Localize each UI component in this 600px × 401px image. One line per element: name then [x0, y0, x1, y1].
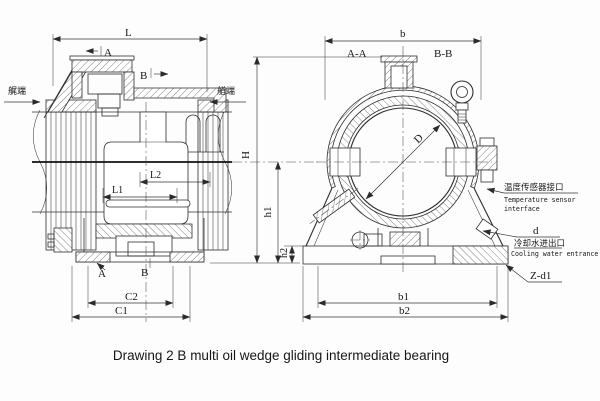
dim-h1-label: h1: [262, 207, 274, 218]
height-dimensions: H h1 h2: [210, 56, 383, 264]
dim-Zd1-label: Z-d1: [530, 270, 551, 282]
dim-L: L: [52, 27, 208, 92]
housing-top-deck: [133, 87, 227, 153]
dim-C2: C2: [87, 266, 174, 308]
dim-L-label: L: [125, 27, 132, 39]
right-end-view: b A-A B-B D 温度传感器接口 Temperature sensor i…: [302, 28, 598, 322]
dim-C1: C1: [71, 266, 191, 322]
diagonal-stud: [309, 188, 359, 224]
dim-b-label: b: [400, 28, 406, 40]
dim-h1: h1: [262, 161, 281, 264]
bow-end-label: 艏端: [217, 85, 235, 97]
dim-C2-label: C2: [125, 291, 138, 303]
eyebolt: [450, 80, 474, 124]
lower-shell-slot: [105, 199, 191, 208]
dim-b: b: [324, 28, 482, 100]
dim-d-label: d: [533, 225, 539, 237]
dim-h2-label: h2: [279, 248, 290, 258]
section-BB-label: B-B: [434, 48, 452, 60]
section-mark-B-bottom: B: [141, 258, 151, 279]
callout-temperature-sensor: 温度传感器接口 Temperature sensor interface: [486, 182, 578, 213]
dim-h2: h2: [279, 245, 308, 264]
liner-stack-right: [197, 99, 229, 251]
end-label-bow: 艏端: [209, 85, 246, 105]
liner-stack-left: [45, 99, 97, 251]
top-cap: [43, 55, 135, 119]
section-B-top-label: B: [140, 70, 147, 82]
dim-H: H: [240, 56, 260, 264]
cooling-en-label: Cooling water entrance: [511, 250, 598, 258]
dim-H-label: H: [240, 151, 252, 159]
cooling-water-boss: [475, 218, 499, 240]
cooling-zh-label: 冷却水进出口: [514, 238, 565, 249]
dim-L2: L2: [139, 170, 211, 187]
section-A-bottom-label: A: [98, 268, 106, 280]
left-section-view: L A B 艉端 艏端 L2 L1: [4, 27, 318, 322]
stern-end-label: 艉端: [8, 85, 26, 97]
top-boss: [380, 55, 418, 89]
dim-L1-label: L1: [112, 185, 123, 196]
foundation-bolt-hole: [350, 230, 370, 250]
section-AA-label: A-A: [347, 48, 367, 60]
end-label-stern: 艉端: [4, 85, 41, 105]
section-A-top-label: A: [104, 47, 112, 59]
section-mark-B-top: B: [140, 68, 169, 82]
section-B-bottom-label: B: [141, 267, 148, 279]
housing-outer-wall: [326, 85, 480, 189]
dim-D-label: D: [412, 132, 426, 146]
temperature-sensor-boss: [476, 137, 498, 183]
callout-z-d1: Z-d1: [505, 264, 562, 283]
temp-sensor-zh-label: 温度传感器接口: [504, 182, 564, 193]
dim-b1: b1: [317, 266, 498, 308]
section-mark-A-top: A: [85, 46, 112, 59]
drawing-caption: Drawing 2 B multi oil wedge gliding inte…: [113, 348, 449, 363]
dim-L2-label: L2: [150, 170, 161, 181]
dim-b2: b2: [302, 266, 509, 322]
temp-sensor-en-line2: interface: [504, 205, 540, 213]
dim-b1-label: b1: [398, 291, 409, 303]
temp-sensor-en-line1: Temperature sensor: [504, 196, 575, 204]
dim-b2-label: b2: [399, 305, 410, 317]
dim-C1-label: C1: [115, 305, 128, 317]
section-mark-A-bottom: A: [96, 262, 106, 280]
dim-L1: L1: [102, 185, 178, 203]
callout-cooling-water: d 冷却水进出口 Cooling water entrance: [482, 225, 598, 258]
lower-housing: [47, 218, 205, 263]
